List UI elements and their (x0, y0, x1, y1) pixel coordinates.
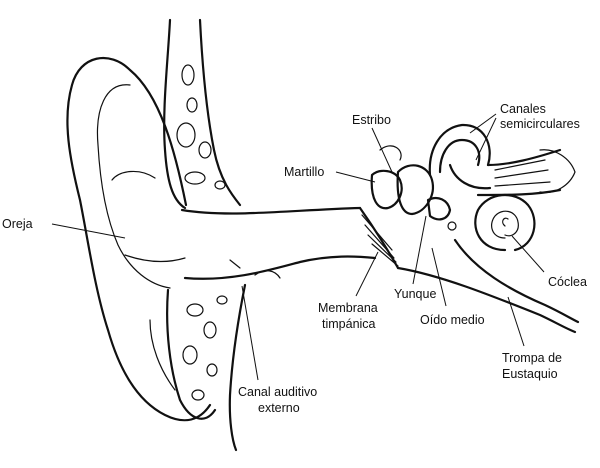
eustachian-tube (396, 221, 580, 334)
pinna-drawing (66, 56, 212, 422)
label-estribo: Estribo (352, 113, 391, 127)
labels: Oreja Estribo Martillo Canales semicircu… (2, 102, 587, 415)
leader-lines (51, 113, 545, 381)
tympanic-membrane (358, 206, 400, 270)
skull-bone-lower (166, 270, 281, 452)
label-canales-2: semicirculares (500, 117, 580, 131)
label-oido-medio: Oído medio (420, 313, 485, 327)
label-trompa-1: Trompa de (502, 351, 562, 365)
label-membrana-1: Membrana (318, 301, 378, 315)
skull-bone-upper (163, 18, 242, 210)
label-coclea: Cóclea (548, 275, 587, 289)
semicircular-canals (428, 123, 576, 197)
label-yunque: Yunque (394, 287, 436, 301)
label-membrana-2: timpánica (322, 317, 376, 331)
label-canales-1: Canales (500, 102, 546, 116)
label-trompa-2: Eustaquio (502, 367, 558, 381)
label-martillo: Martillo (284, 165, 324, 179)
label-oreja: Oreja (2, 217, 33, 231)
label-canal-1: Canal auditivo (238, 385, 317, 399)
ossicles (370, 145, 452, 221)
cochlea (474, 193, 536, 252)
label-canal-2: externo (258, 401, 300, 415)
ear-canal (180, 206, 377, 280)
